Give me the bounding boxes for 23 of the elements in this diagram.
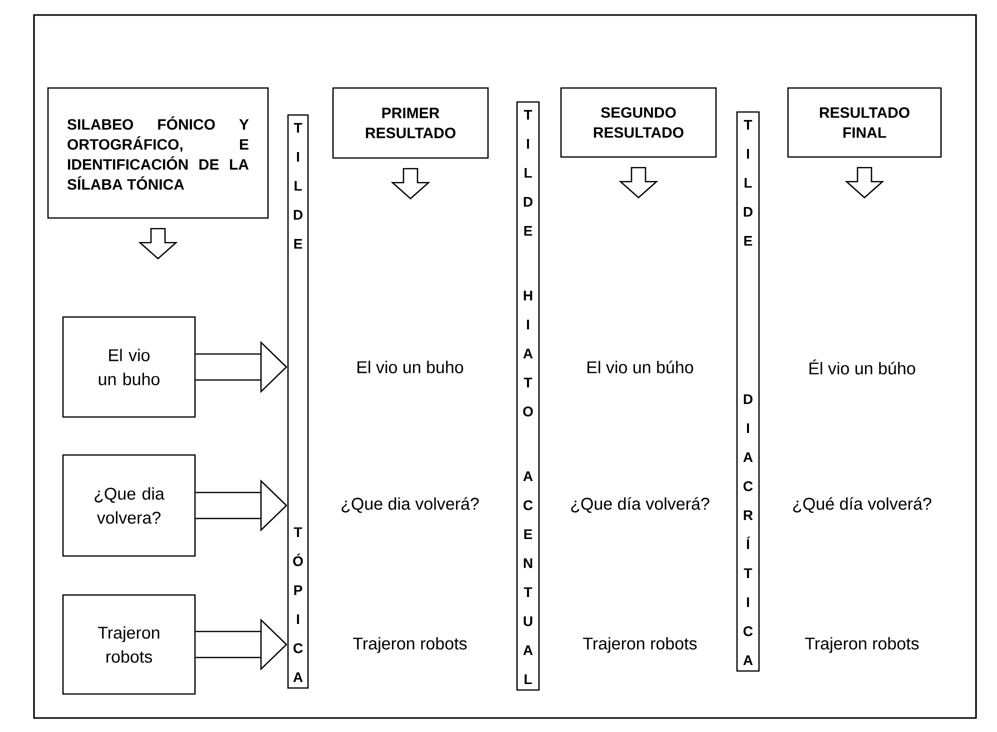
down-arrow — [138, 228, 178, 260]
down-arrow — [390, 168, 430, 200]
vertical-label-bar: TILDE TÓPICA — [287, 114, 309, 689]
heading-box: RESULTADO FINAL — [787, 87, 942, 158]
result-text: ¿Que día volverá? — [571, 497, 710, 513]
result-text: El vio un buho — [358, 360, 464, 374]
sentence-box: ¿Que dia volvera? — [62, 454, 196, 557]
sentence-box: El vio un buho — [62, 316, 196, 418]
vertical-label-bar: TILDE HIATO ACENTUAL — [516, 101, 540, 691]
result-text: El vio un búho — [588, 360, 694, 374]
heading-box: SILABEO FÓNICO Y ORTOGRÁFICO, E IDENTIFICACIÓN DE LA SÍLABA TÓNICA — [47, 87, 269, 219]
down-arrow — [844, 167, 884, 199]
result-text: Trajeron robots — [353, 637, 467, 653]
result-text: Trajeron robots — [583, 637, 697, 653]
result-text: ¿Que dia volverá? — [342, 497, 479, 513]
heading-box: PRIMER RESULTADO — [332, 87, 489, 159]
result-text: ¿Qué día volverá? — [793, 497, 932, 513]
sentence-box: Trajeron robots — [62, 594, 196, 695]
result-text: Él vio un búho — [810, 360, 916, 374]
down-arrow — [618, 167, 658, 199]
vertical-label-bar: TILDE DIACRÍTICA — [736, 111, 760, 672]
heading-box: SEGUNDO RESULTADO — [560, 87, 717, 158]
result-text: Trajeron robots — [805, 637, 919, 653]
